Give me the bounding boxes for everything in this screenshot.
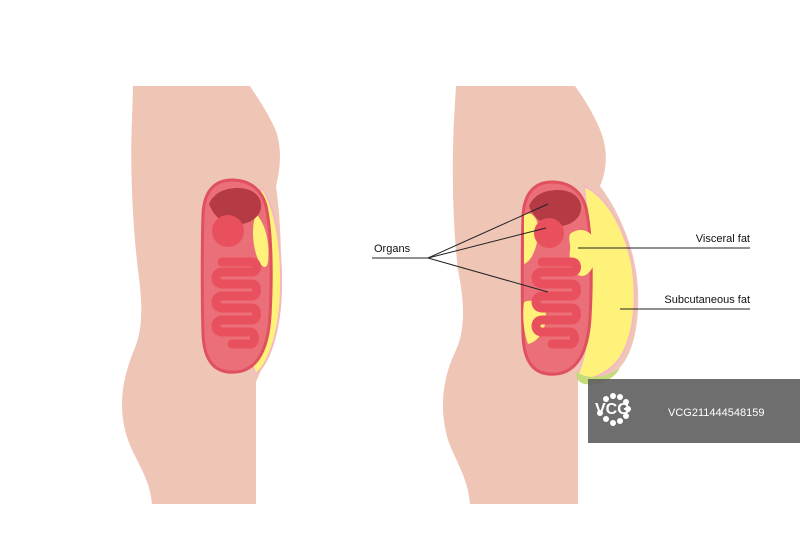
normal-body-figure bbox=[121, 86, 283, 504]
watermark: VCG VCG211444548159 bbox=[588, 379, 800, 443]
normal-visceral-fat bbox=[253, 214, 269, 268]
normal-liver bbox=[209, 188, 262, 225]
normal-stomach bbox=[212, 215, 244, 247]
organs-leader-intestine bbox=[427, 257, 549, 293]
label-visceral-fat: Visceral fat bbox=[696, 233, 750, 245]
organs-leader-liver bbox=[427, 203, 549, 259]
organs-leader-stomach bbox=[427, 227, 547, 259]
obese-liver bbox=[529, 190, 582, 227]
label-organs: Organs bbox=[374, 243, 411, 255]
obese-stomach bbox=[534, 218, 564, 248]
normal-intestine bbox=[211, 257, 261, 349]
leader-lines bbox=[372, 203, 750, 310]
watermark-brand: VCG bbox=[595, 401, 630, 418]
watermark-id: VCG211444548159 bbox=[668, 407, 764, 419]
obese-subcutaneous-fat-bottom bbox=[576, 368, 620, 385]
label-subcutaneous-fat: Subcutaneous fat bbox=[664, 294, 750, 306]
watermark-background bbox=[588, 379, 800, 443]
watermark-logo-icon bbox=[597, 393, 631, 426]
obese-intestine bbox=[531, 257, 581, 349]
